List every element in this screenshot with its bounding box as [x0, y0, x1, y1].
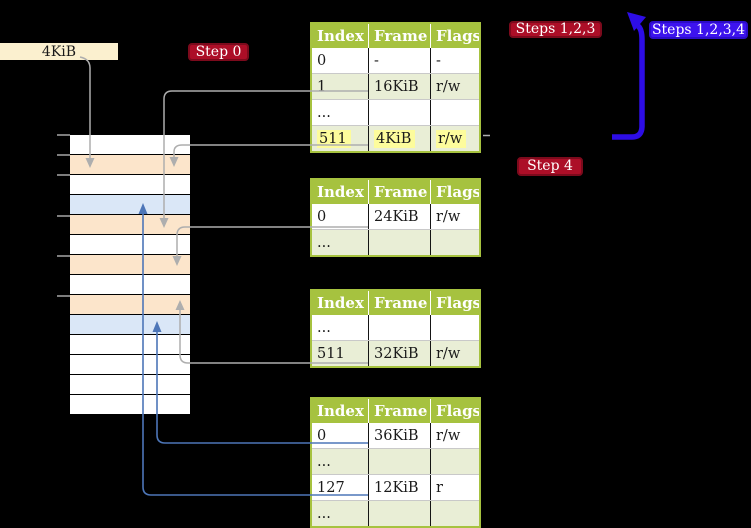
- table-header-cell: Frame: [368, 24, 430, 48]
- table-cell: [430, 501, 479, 526]
- table-cell: [368, 100, 430, 125]
- memory-row-white: [70, 355, 190, 375]
- table-cell: [430, 449, 479, 474]
- tick-mark: [57, 154, 70, 156]
- table-row: ...: [312, 448, 479, 474]
- highlighted-value: 4KiB: [374, 129, 416, 148]
- highlighted-value: 511: [317, 129, 351, 148]
- table-cell: r/w: [430, 74, 479, 99]
- memory-row-orange: [70, 295, 190, 315]
- memory-row-orange: [70, 255, 190, 275]
- memory-row-white: [70, 235, 190, 255]
- table-cell: ...: [317, 234, 331, 251]
- table-cell: 24KiB: [368, 204, 430, 229]
- table-row: ...: [312, 500, 479, 526]
- steps-1234-badge: Steps 1,2,3,4: [649, 21, 748, 39]
- table-cell: [368, 315, 430, 340]
- table-row: ...: [312, 99, 479, 125]
- table-cell: [368, 501, 430, 526]
- recursive-loop-arrow: [612, 12, 646, 140]
- table-header-cell: Index: [317, 402, 364, 420]
- table-cell: 1: [317, 78, 327, 95]
- table-cell: 12KiB: [368, 475, 430, 500]
- table-cell: [430, 100, 479, 125]
- memory-column: [70, 135, 190, 415]
- table-cell: 36KiB: [368, 423, 430, 448]
- table-cell: r/w: [430, 341, 479, 366]
- memory-row-orange: [70, 215, 190, 235]
- table-header-cell: Flags: [430, 180, 479, 204]
- step0-badge: Step 0: [188, 43, 249, 61]
- table-cell: r: [430, 475, 479, 500]
- table-cell: ...: [317, 104, 331, 121]
- table-header-cell: Flags: [430, 399, 479, 423]
- tick-mark: [57, 255, 70, 257]
- table-cell: [430, 230, 479, 255]
- table-cell: [430, 315, 479, 340]
- table-header-cell: Flags: [430, 291, 479, 315]
- memory-row-white: [70, 275, 190, 295]
- table-cell: r/w: [430, 204, 479, 229]
- table-cell: 511: [317, 345, 345, 362]
- table-row: ...: [312, 229, 479, 255]
- tick-mark: [57, 134, 70, 136]
- page-size-label: 4KiB: [0, 43, 118, 60]
- highlighted-value: r/w: [436, 129, 467, 148]
- memory-row-white: [70, 375, 190, 395]
- table-cell: 4KiB: [368, 126, 430, 151]
- table-header-cell: Flags: [430, 24, 479, 48]
- steps-123-badge: Steps 1,2,3: [509, 21, 602, 38]
- table-header-cell: Index: [317, 27, 364, 45]
- table-row: 0 --: [312, 48, 479, 73]
- table-cell: r/w: [430, 126, 479, 151]
- memory-row-white: [70, 395, 190, 415]
- table-cell: -: [368, 48, 430, 73]
- memory-row-orange: [70, 155, 190, 175]
- step4-badge: Step 4: [517, 157, 583, 176]
- table-cell: 0: [317, 52, 327, 69]
- table-header-cell: Index: [317, 294, 364, 312]
- table-cell: 32KiB: [368, 341, 430, 366]
- table-cell: 0: [317, 427, 327, 444]
- memory-row-blue: [70, 315, 190, 335]
- tick-mark: [57, 174, 70, 176]
- table-row: 511 4KiB r/w: [312, 125, 479, 151]
- memory-row-blue: [70, 195, 190, 215]
- table-cell: -: [430, 48, 479, 73]
- table-cell: 16KiB: [368, 74, 430, 99]
- memory-row-white: [70, 175, 190, 195]
- table-row: ...: [312, 315, 479, 340]
- table-cell: 127: [317, 479, 345, 496]
- table-cell: ...: [317, 453, 331, 470]
- table-header-cell: Index: [317, 183, 364, 201]
- table-header-cell: Frame: [368, 399, 430, 423]
- table-cell: ...: [317, 505, 331, 522]
- table-header-cell: Frame: [368, 291, 430, 315]
- tick-mark: [57, 215, 70, 217]
- memory-row-white: [70, 135, 190, 155]
- table-cell: 511: [312, 126, 368, 151]
- table-header-cell: Frame: [368, 180, 430, 204]
- table-cell: ...: [317, 319, 331, 336]
- tick-mark: [57, 295, 70, 297]
- table-cell: [368, 230, 430, 255]
- table-cell: 0: [317, 208, 327, 225]
- table-cell: r/w: [430, 423, 479, 448]
- memory-row-white: [70, 335, 190, 355]
- table-cell: [368, 449, 430, 474]
